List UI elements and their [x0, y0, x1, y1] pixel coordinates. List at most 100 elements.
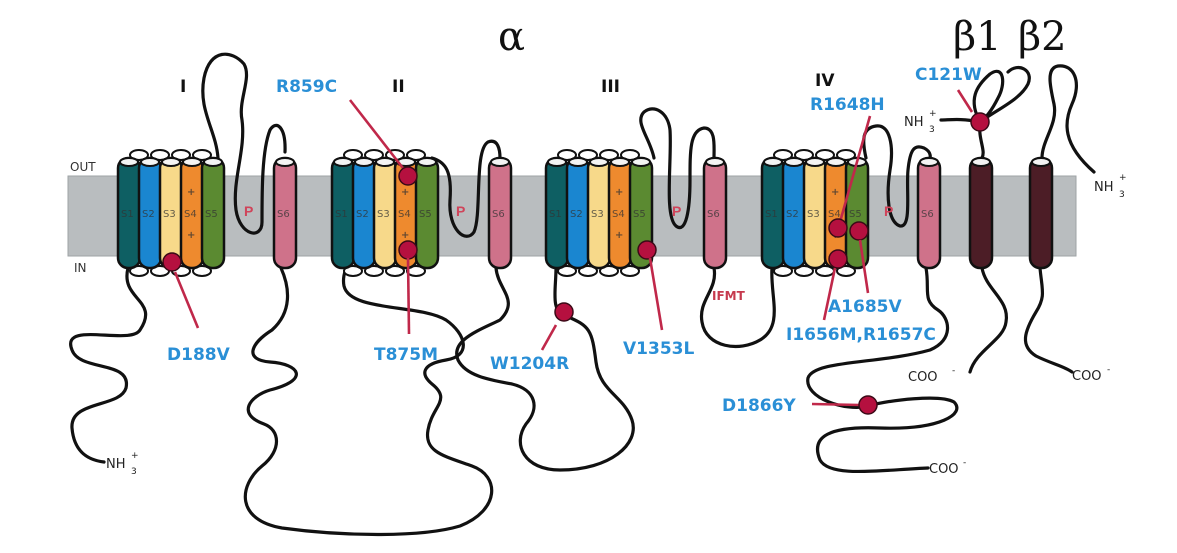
- intracellular-turn: [599, 265, 619, 277]
- iii-iv-ifmt-loop: [699, 266, 776, 348]
- domain-iii-label: III: [601, 77, 620, 97]
- intracellular-turn: [794, 265, 814, 277]
- helix-cap: [275, 157, 295, 167]
- charge-plus: +: [615, 187, 623, 198]
- intracellular-turn: [620, 265, 640, 277]
- domain-iv-s6-helix: S6: [916, 156, 942, 270]
- domain-i-pore-loop: [201, 52, 287, 235]
- v1353l-pointer: [648, 257, 664, 331]
- r1648h-marker: [828, 218, 848, 238]
- segment-label: S6: [921, 209, 934, 220]
- domain-i-s2-helix: S2: [137, 156, 163, 270]
- c121w-marker: [970, 112, 990, 132]
- alpha-n-terminus-label: NH 3 +: [106, 451, 139, 477]
- i1656m-r1657c-marker: [828, 249, 848, 269]
- svg-text:-: -: [963, 458, 966, 468]
- svg-text:COO: COO: [929, 462, 959, 477]
- mutation-w1204r: W1204R: [490, 354, 569, 374]
- d1866y-pointer: [811, 402, 861, 407]
- intracellular-turn: [578, 265, 598, 277]
- segment-label: S5: [205, 209, 218, 220]
- charge-plus: +: [401, 230, 409, 241]
- domain-iv-pore-label: P: [884, 203, 893, 219]
- helix-cap: [631, 157, 651, 167]
- helix-cap: [826, 157, 846, 167]
- extracellular-turn: [150, 149, 170, 161]
- domain-iii-s4-helix: S4++: [607, 156, 633, 270]
- segment-label: S3: [591, 209, 604, 220]
- extracellular-turn: [794, 149, 814, 161]
- intracellular-turn: [385, 265, 405, 277]
- v1353l-marker: [637, 240, 657, 260]
- charge-plus: +: [401, 187, 409, 198]
- domain-iv-s5-helix: S5: [844, 156, 870, 270]
- intracellular-turn: [343, 265, 363, 277]
- helix-cap: [589, 157, 609, 167]
- helix-cap: [919, 157, 939, 167]
- extracellular-turn: [815, 149, 835, 161]
- svg-text:3: 3: [929, 125, 935, 135]
- beta1-c-terminus-label: COO -: [908, 366, 955, 385]
- segment-label: S1: [121, 209, 134, 220]
- charge-plus: +: [615, 230, 623, 241]
- t875m-pointer: [406, 257, 411, 335]
- helix-cap: [763, 157, 783, 167]
- intracellular-turn: [192, 265, 212, 277]
- segment-label: S4: [398, 209, 411, 220]
- charge-plus: +: [187, 187, 195, 198]
- helix-cap: [354, 157, 374, 167]
- domain-iii-s3-helix: S3: [586, 156, 612, 270]
- w1204r-pointer: [540, 324, 558, 351]
- domain-i-s4-helix: S4++: [179, 156, 205, 270]
- intracellular-turn: [836, 265, 856, 277]
- w1204r-marker: [554, 302, 574, 322]
- helix-cap: [417, 157, 437, 167]
- extracellular-turn: [192, 149, 212, 161]
- segment-label: S3: [377, 209, 390, 220]
- t875m-marker: [398, 240, 418, 260]
- svg-text:+: +: [131, 451, 139, 461]
- beta1-c-terminus-loop: [968, 266, 1008, 374]
- domain-iv-pore-loop: [862, 124, 932, 228]
- beta1-subunit-label: β1: [953, 14, 1002, 60]
- domain-i-s6-helix: S6: [272, 156, 298, 270]
- extracellular-turn: [578, 149, 598, 161]
- ii-iii-linker-loop: [455, 266, 635, 472]
- helix-cap: [1031, 157, 1051, 167]
- i1656m-r1657c-pointer: [822, 267, 837, 321]
- extracellular-turn: [620, 149, 640, 161]
- helix-cap: [568, 157, 588, 167]
- segment-label: S2: [356, 209, 369, 220]
- segment-label: S4: [828, 209, 841, 220]
- domain-ii-pore-label: P: [456, 203, 465, 219]
- mutation-v1353l: V1353L: [623, 339, 694, 359]
- alpha-n-terminus-loop: [69, 266, 148, 464]
- helix-cap: [784, 157, 804, 167]
- helix-cap: [333, 157, 353, 167]
- segment-label: S1: [765, 209, 778, 220]
- extracellular-turn: [773, 149, 793, 161]
- beta1-ig-loop-right: [978, 66, 1031, 124]
- domain-iii-pore-loop: [639, 107, 716, 230]
- mutation-i1656m-r1657c: I1656M,R1657C: [786, 325, 936, 345]
- svg-text:COO: COO: [1072, 369, 1102, 384]
- beta2-tm-helix: [1028, 156, 1054, 270]
- domain-i-pore-label: P: [244, 203, 253, 219]
- domain-iii-s1-helix: S1: [544, 156, 570, 270]
- helix-cap: [805, 157, 825, 167]
- svg-text:-: -: [952, 366, 955, 376]
- svg-text:+: +: [1119, 173, 1127, 183]
- segment-label: S2: [142, 209, 155, 220]
- domain-ii-s2-helix: S2: [351, 156, 377, 270]
- domain-iv-s2-helix: S2: [781, 156, 807, 270]
- r859c-marker: [398, 166, 418, 186]
- segment-label: S2: [570, 209, 583, 220]
- helix-cap: [119, 157, 139, 167]
- domain-iii-pore-label: P: [672, 203, 681, 219]
- segment-label: S6: [707, 209, 720, 220]
- svg-text:NH: NH: [1094, 180, 1114, 195]
- domain-ii-s1-helix: S1: [330, 156, 356, 270]
- svg-text:NH: NH: [904, 115, 924, 130]
- alpha-subunit-label: α: [498, 14, 525, 60]
